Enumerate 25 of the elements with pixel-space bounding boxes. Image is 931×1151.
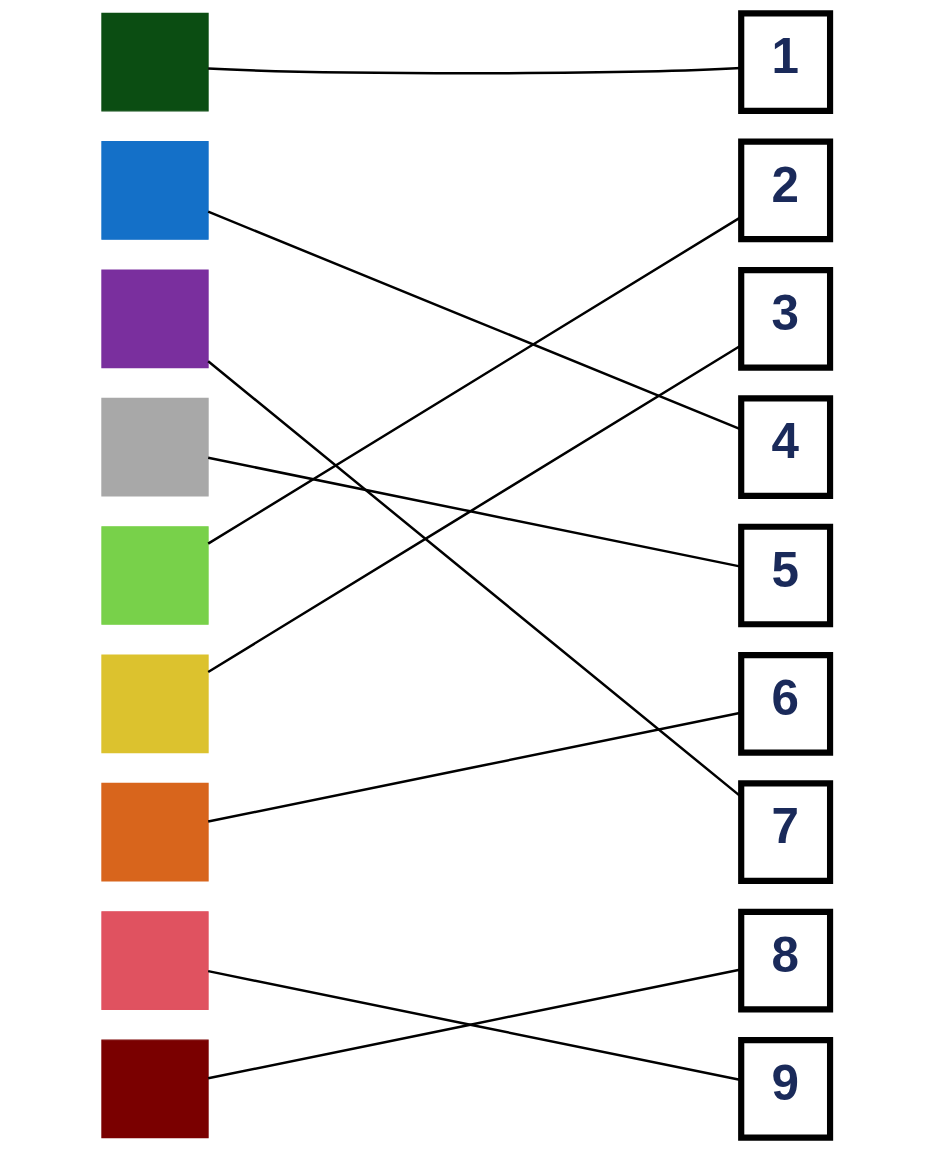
node-box xyxy=(100,911,209,1010)
node-box xyxy=(100,397,209,497)
node-box xyxy=(100,269,209,369)
connector xyxy=(207,456,741,568)
node-box: 9 xyxy=(737,1037,833,1141)
node-box: 6 xyxy=(737,652,833,756)
node-box: 2 xyxy=(737,138,833,243)
node-box xyxy=(100,141,209,240)
node-box: 5 xyxy=(737,523,833,628)
connector xyxy=(207,711,741,823)
connector xyxy=(207,216,742,545)
node-box xyxy=(100,782,209,882)
node-box: 3 xyxy=(737,266,833,371)
connector xyxy=(206,360,742,798)
connector xyxy=(207,344,742,674)
connector xyxy=(207,210,741,431)
node-box: 7 xyxy=(737,780,833,885)
node-box: 1 xyxy=(737,10,833,114)
node-box: 8 xyxy=(737,908,833,1013)
node-box xyxy=(100,1039,209,1139)
node-box xyxy=(100,12,209,112)
connector xyxy=(207,66,741,75)
node-box: 4 xyxy=(737,395,833,499)
node-box xyxy=(100,654,209,754)
node-box xyxy=(100,526,209,625)
